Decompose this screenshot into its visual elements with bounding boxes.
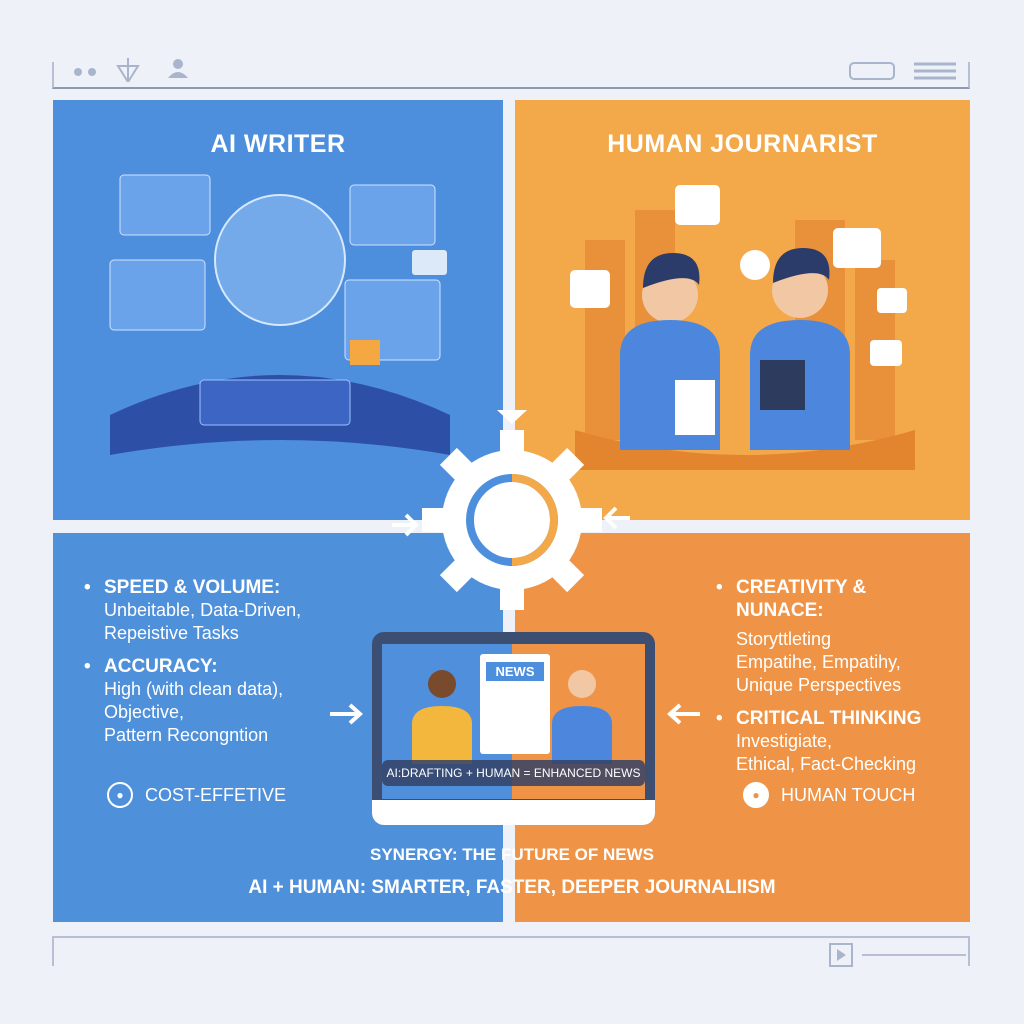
ai-illustration [109,174,450,455]
dots-icon[interactable] [74,68,96,76]
ai-item-detail: Repeistive Tasks [104,623,239,643]
bottom-toolbar [52,936,970,966]
user-icon[interactable] [168,59,188,78]
human-item-detail: Unique Perspectives [736,675,902,695]
badge-label: HUMAN TOUCH [781,784,916,805]
toolbar-left-icons [74,58,188,82]
synergy-headline: AI + HUMAN: SMARTER, FASTER, DEEPER JOUR… [248,877,776,898]
laptop-illustration: NEWS AI:DRAFTING + HUMAN = ENHANCED NEWS [372,632,655,825]
human-touch-badge: ● HUMAN TOUCH [743,782,915,808]
document-icon [350,340,380,365]
screen-panel-icon [119,174,211,236]
play-icon[interactable] [829,943,853,967]
cost-effective-badge: ● COST-EFFETIVE [107,782,286,808]
human-journalist-title: HUMAN JOURNARIST [607,130,878,158]
window-icon[interactable] [849,62,895,80]
toolbar-right-icons [849,62,956,80]
people-icon: ● [743,782,769,808]
human-item-detail: Storyttleting [736,629,832,649]
ai-item-detail: Unbeitable, Data-Driven, [104,600,302,620]
arrow-right-icon [330,703,363,725]
keyboard-icon [199,379,351,426]
monitor-bubble-icon [870,340,902,366]
arrow-left-icon [667,703,700,725]
human-strengths-list: CREATIVITY & NUNACE: Storyttleting Empat… [716,576,956,786]
ai-strengths-list: SPEED & VOLUME: Unbeitable, Data-Driven,… [84,576,344,757]
ai-item-heading: SPEED & VOLUME: [84,576,344,599]
news-label: NEWS [486,662,544,681]
newspaper-icon: NEWS [480,654,550,754]
human-illustration [570,185,915,470]
coin-icon: ● [107,782,133,808]
clipboard-icon [760,360,805,410]
ai-item-detail: Pattern Recongntion [104,725,269,745]
gear-icon [422,410,602,610]
menu-icon[interactable] [914,62,956,80]
search-bubble-icon [833,228,881,268]
chat-bubble-icon [740,250,770,280]
smile-bubble-icon [570,270,610,308]
ai-item-heading: ACCURACY: [84,655,344,678]
arrow-down-icon [497,410,527,424]
ai-item-detail: Objective, [104,702,185,722]
bottom-controls [829,943,966,967]
ai-writer-title: AI WRITER [210,130,346,158]
mail-bubble-icon [675,185,720,225]
badge-label: COST-EFFETIVE [145,784,287,805]
laptop-base [372,800,655,825]
arrow-left-icon [603,506,630,530]
top-toolbar [52,62,970,89]
screen-panel-icon [349,184,436,246]
mail-icon [412,250,447,275]
comment-bubble-icon [877,288,907,313]
human-item-heading: CRITICAL THINKING [716,707,956,730]
laptop-caption: AI:DRAFTING + HUMAN = ENHANCED NEWS [382,760,645,786]
arrow-right-icon [392,513,419,537]
synergy-subtitle: SYNERGY: THE FUTURE OF NEWS [370,845,654,864]
ai-item-detail: High (with clean data), [104,679,284,699]
screen-panel-icon [109,259,206,331]
brain-network-icon [214,194,346,326]
human-item-detail: Ethical, Fact-Checking [736,754,917,774]
notepad-icon [675,380,715,435]
pin-icon[interactable] [116,58,140,82]
human-item-heading: CREATIVITY & NUNACE: [716,576,956,622]
human-item-detail: Empatihe, Empatihy, [736,652,901,672]
human-item-detail: Investigiate, [736,731,833,751]
